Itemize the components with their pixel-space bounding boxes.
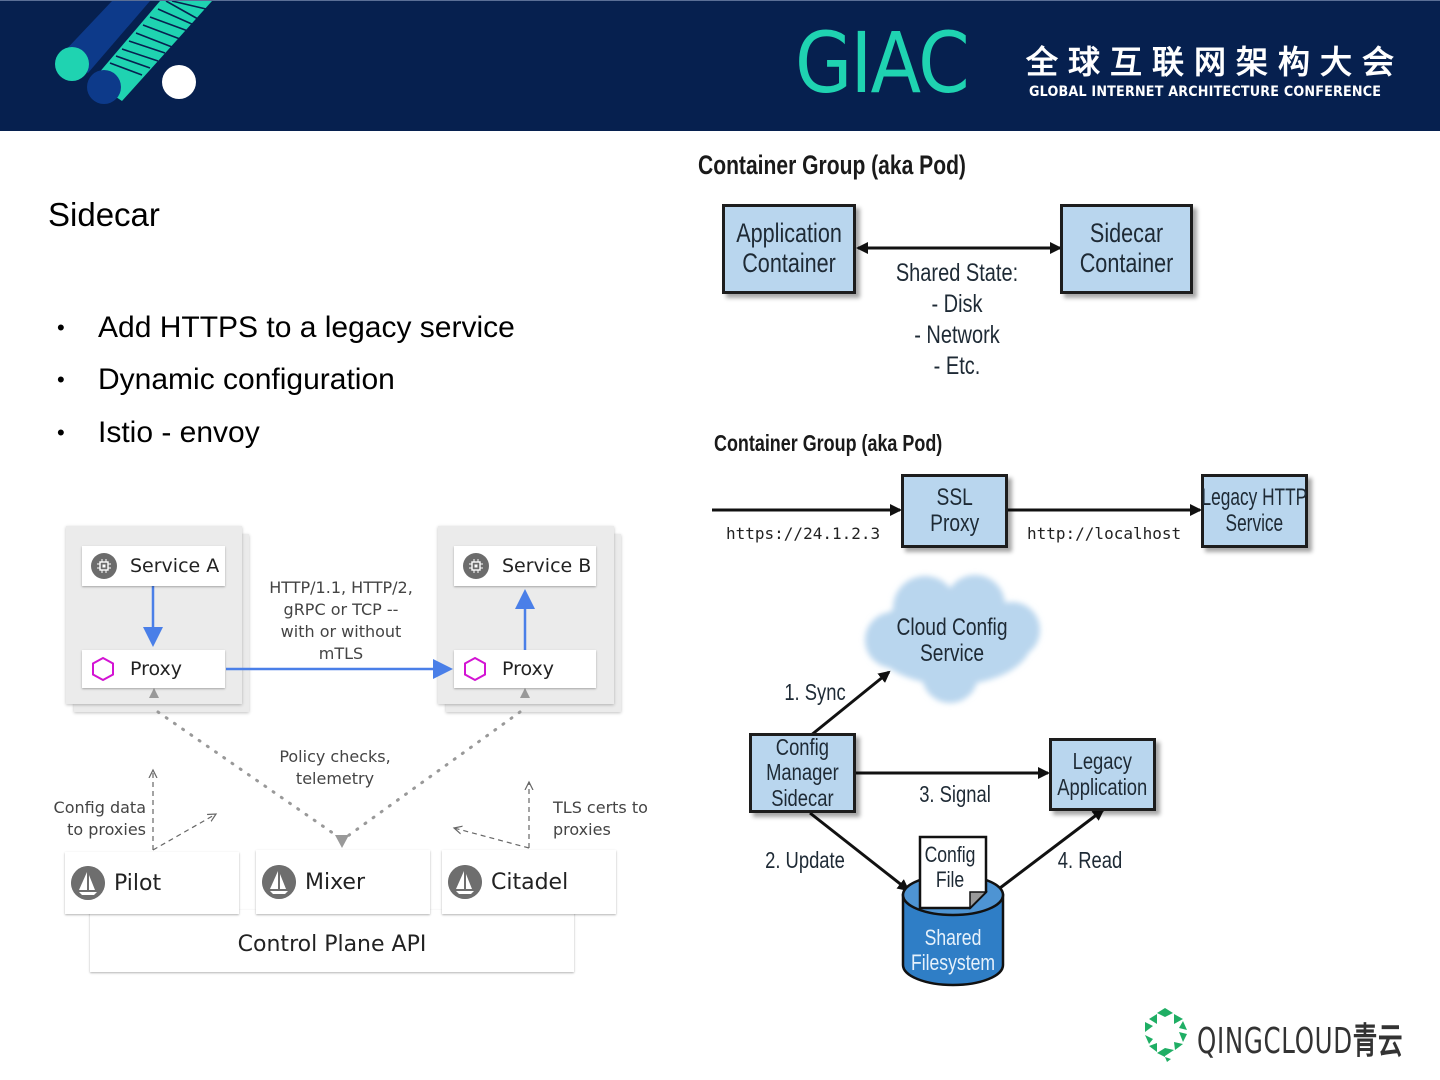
hexagon-icon (463, 656, 487, 682)
qingcloud-logo: QINGCLOUD青云 (1143, 1006, 1423, 1064)
pilot-label: Pilot (114, 870, 162, 896)
sync-arrow (809, 670, 891, 738)
istio-diagram: Service A Proxy Service B Proxy HTTP/1.1… (0, 0, 700, 1080)
istio-sail-icon (71, 866, 105, 900)
mixer-card[interactable]: Mixer (256, 850, 430, 914)
citadel-card[interactable]: Citadel (442, 850, 616, 914)
giac-logo: GIAC (795, 14, 970, 112)
pod-diagram-title: Container Group (aka Pod) (698, 150, 966, 180)
protocol-note: HTTP/1.1, HTTP/2, gRPC or TCP -- with or… (269, 578, 413, 663)
conference-name-en: GLOBAL INTERNET ARCHITECTURE CONFERENCE (1029, 84, 1382, 100)
step-update-label: 2. Update (765, 847, 845, 873)
teal-dot-icon (55, 47, 89, 81)
telemetry-dotted-line (343, 710, 522, 840)
slide-title: Sidecar (48, 196, 160, 233)
stripes-icon (92, 1, 212, 101)
pilot-config-arrow-right (152, 814, 216, 851)
ssl-diagram-title: Container Group (aka Pod) (714, 430, 943, 456)
localhost-url-label: http://localhost (1027, 524, 1182, 543)
read-arrow (999, 808, 1105, 890)
pilot-card[interactable]: Pilot (65, 852, 239, 914)
header-banner: GIAC 全球互联网架构大会 GLOBAL INTERNET ARCHITECT… (0, 0, 1440, 131)
proxy-a-label: Proxy (130, 658, 183, 680)
bullet-dot-icon: • (57, 420, 65, 445)
bullet-text: Dynamic configuration (98, 363, 395, 396)
proxy-b-card[interactable]: Proxy (454, 650, 596, 688)
cloud-shape (865, 575, 1040, 703)
step-signal-label: 3. Signal (919, 781, 991, 807)
blue-dot-icon (87, 70, 121, 104)
https-url-label: https://24.1.2.3 (726, 524, 881, 543)
qingcloud-text: QINGCLOUD (1197, 1021, 1353, 1062)
white-dot-icon (162, 65, 196, 99)
shared-state-note: Shared State: - Disk - Network - Etc. (895, 259, 1019, 380)
service-b-card[interactable]: Service B (454, 546, 596, 586)
tls-note: TLS certs to proxies (553, 798, 648, 839)
bullet-text: Add HTTPS to a legacy service (98, 311, 515, 344)
step-sync-label: 1. Sync (784, 679, 846, 705)
citadel-label: Citadel (491, 869, 569, 895)
service-b-label: Service B (502, 555, 592, 577)
citadel-tls-arrow-left (454, 828, 530, 849)
proxy-b-label: Proxy (502, 658, 555, 680)
istio-sail-icon (448, 865, 482, 899)
conference-name-cn: 全球互联网架构大会 (1026, 43, 1405, 81)
proxy-a-card[interactable]: Proxy (82, 650, 225, 688)
service-a-card[interactable]: Service A (82, 546, 225, 586)
policy-note: Policy checks, telemetry (279, 747, 391, 788)
service-a-label: Service A (130, 555, 220, 577)
hexagon-icon (91, 656, 115, 682)
qingcloud-text-cn: 青云 (1352, 1021, 1404, 1062)
qingcloud-wordmark: QINGCLOUD青云 (1197, 1012, 1403, 1064)
chip-icon (463, 553, 489, 579)
control-plane-label: Control Plane API (237, 931, 427, 957)
chip-icon (91, 553, 117, 579)
update-arrow (809, 811, 910, 892)
mixer-label: Mixer (305, 869, 366, 895)
control-plane-api[interactable]: Control Plane API (90, 910, 574, 972)
bullet-dot-icon: • (57, 367, 65, 392)
bullet-dot-icon: • (57, 315, 65, 340)
istio-connectors (143, 586, 535, 851)
config-file-document-icon (918, 835, 988, 910)
shared-filesystem-cylinder (901, 873, 1005, 987)
decorative-logo-graphic (55, 1, 212, 104)
step-read-label: 4. Read (1057, 847, 1123, 873)
config-note: Config data to proxies (53, 798, 146, 839)
policy-dotted-line (156, 710, 342, 840)
bullet-text: Istio - envoy (98, 416, 260, 449)
istio-sail-icon (262, 865, 296, 899)
qingcloud-hexagon-icon (1145, 1008, 1187, 1062)
